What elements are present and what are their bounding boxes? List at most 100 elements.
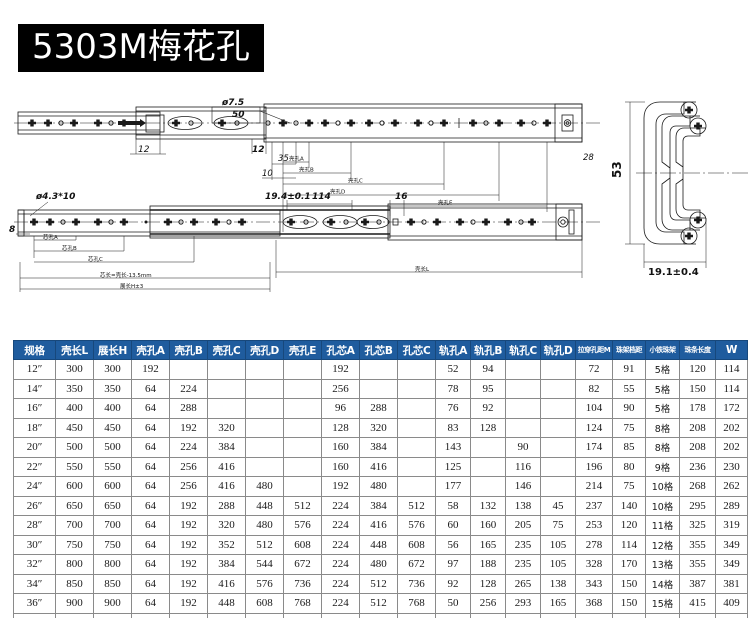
cell-value: 192 bbox=[169, 417, 208, 438]
cell-value: 736 bbox=[397, 573, 436, 594]
cell-value bbox=[283, 456, 322, 477]
cell-value: 416 bbox=[207, 573, 246, 594]
cell-value: 202 bbox=[715, 437, 748, 458]
cell-value bbox=[397, 378, 436, 399]
cell-value: 480 bbox=[359, 476, 398, 497]
cell-value: 165 bbox=[540, 593, 576, 614]
cell-value: 55 bbox=[612, 378, 646, 399]
cell-value: 416 bbox=[359, 515, 398, 536]
cell-value: 672 bbox=[397, 554, 436, 575]
cell-value: 608 bbox=[397, 534, 436, 555]
cell-value: 91 bbox=[612, 359, 646, 380]
cell-spec: 30″ bbox=[13, 534, 56, 555]
cell-value: 650 bbox=[93, 495, 132, 516]
cell-value: 448 bbox=[207, 593, 246, 614]
cell-value: 750 bbox=[93, 534, 132, 555]
cell-value: 235 bbox=[505, 554, 541, 575]
cell-value: 300 bbox=[93, 359, 132, 380]
cell-spec: 12″ bbox=[13, 359, 56, 380]
dim-28: 28 bbox=[583, 153, 594, 163]
cell-value: 288 bbox=[359, 398, 398, 419]
cell-value bbox=[540, 359, 576, 380]
cell-value: 381 bbox=[715, 573, 748, 594]
cell-value: 91 bbox=[435, 612, 471, 618]
cell-spec: 24″ bbox=[13, 476, 56, 497]
cell-value: 170 bbox=[612, 554, 646, 575]
col-header-spec: 规格 bbox=[13, 340, 56, 360]
cell-value: 208 bbox=[679, 417, 716, 438]
cell-value bbox=[397, 456, 436, 477]
cell-value: 224 bbox=[321, 573, 360, 594]
cell-value bbox=[359, 378, 398, 399]
cell-value: 95 bbox=[470, 378, 506, 399]
cell-value: 700 bbox=[55, 515, 94, 536]
cell-value: 114 bbox=[715, 359, 748, 380]
cell-value: 150 bbox=[612, 593, 646, 614]
cell-value: 415 bbox=[679, 593, 716, 614]
cell-value: 224 bbox=[169, 437, 208, 458]
cell-value: 384 bbox=[359, 437, 398, 458]
cell-value: 230 bbox=[715, 456, 748, 477]
cell-value bbox=[359, 359, 398, 380]
cell-value: 293 bbox=[505, 593, 541, 614]
cell-value: 288 bbox=[169, 398, 208, 419]
cell-value: 105 bbox=[540, 534, 576, 555]
cell-spec: 32″ bbox=[13, 554, 56, 575]
cell-value: 128 bbox=[470, 573, 506, 594]
cell-value: 300 bbox=[55, 359, 94, 380]
cell-value bbox=[470, 476, 506, 497]
cell-value bbox=[505, 398, 541, 419]
cell-value: 38 bbox=[575, 612, 613, 618]
cell-value: 105 bbox=[540, 554, 576, 575]
cell-value: 600 bbox=[93, 476, 132, 497]
col-header-pull-hole-pitch: 拉穿孔距M bbox=[575, 340, 613, 360]
cell-spec: 18″ bbox=[13, 417, 56, 438]
section-view-group bbox=[625, 101, 750, 268]
cell-value: 800 bbox=[55, 554, 94, 575]
cell-value bbox=[283, 378, 322, 399]
cell-value: 192 bbox=[169, 593, 208, 614]
cell-value: 64 bbox=[131, 437, 170, 458]
cell-value: 349 bbox=[715, 534, 748, 555]
cell-value: 439 bbox=[715, 612, 748, 618]
cell-value: 256 bbox=[169, 476, 208, 497]
dim-10: 10 bbox=[262, 169, 273, 179]
cell-value: 90 bbox=[612, 398, 646, 419]
col-header-core-hole-a: 孔芯A bbox=[321, 340, 360, 360]
page-title: 5303M梅花孔 bbox=[18, 24, 264, 72]
cell-value: 120 bbox=[612, 515, 646, 536]
cell-value: 512 bbox=[283, 495, 322, 516]
col-header-shell-hole-d: 壳孔D bbox=[245, 340, 284, 360]
cell-value: 64 bbox=[131, 534, 170, 555]
cell-value: 92 bbox=[470, 398, 506, 419]
cell-value: 512 bbox=[359, 573, 398, 594]
cell-value: 5格 bbox=[645, 378, 680, 399]
cell-value: 800 bbox=[93, 554, 132, 575]
cell-value: 256 bbox=[470, 593, 506, 614]
cell-value: 384 bbox=[207, 437, 246, 458]
dim-19-1: 19.1±0.4 bbox=[648, 267, 699, 278]
dim-50: 50 bbox=[232, 110, 245, 120]
cell-value: 235 bbox=[505, 534, 541, 555]
cell-value: 16格 bbox=[645, 612, 680, 618]
cell-value: 160 bbox=[321, 456, 360, 477]
dim-8: 8 bbox=[9, 225, 15, 235]
cell-value bbox=[283, 476, 322, 497]
cell-value: 196 bbox=[575, 456, 613, 477]
dim-label-shell-hole-a: 壳孔A bbox=[289, 155, 304, 163]
col-header-shell-len: 壳长L bbox=[55, 340, 94, 360]
cell-value: 128 bbox=[470, 417, 506, 438]
cell-value: 256 bbox=[169, 456, 208, 477]
cell-value: 672 bbox=[283, 554, 322, 575]
cell-value: 224 bbox=[321, 515, 360, 536]
cell-value: 72 bbox=[575, 359, 613, 380]
cell-value: 640 bbox=[245, 612, 284, 618]
col-header-shell-hole-c: 壳孔C bbox=[207, 340, 246, 360]
cell-value: 174 bbox=[575, 437, 613, 458]
cell-value: 343 bbox=[575, 573, 613, 594]
cell-value: 448 bbox=[245, 495, 284, 516]
cell-value: 104 bbox=[575, 398, 613, 419]
